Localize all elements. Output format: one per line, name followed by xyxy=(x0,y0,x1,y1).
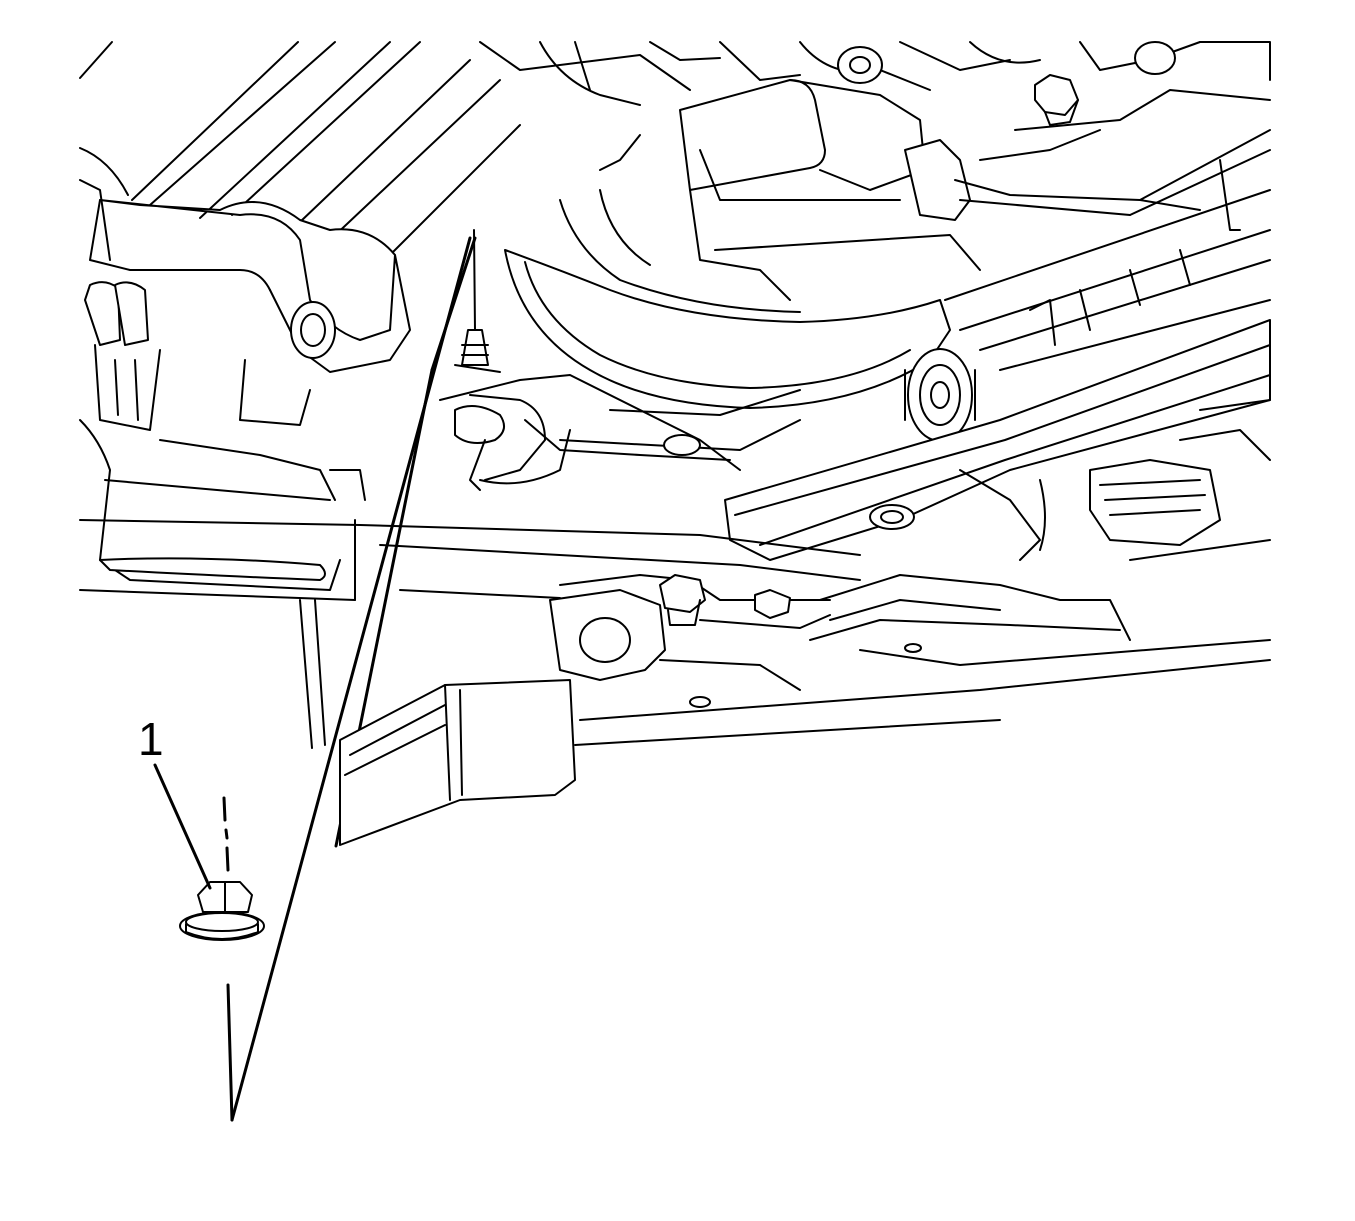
callout-label-1: 1 xyxy=(138,713,164,765)
engine-cradle-area xyxy=(79,41,1271,846)
left-bracket-assembly xyxy=(79,41,521,749)
detail-view-wedge xyxy=(226,236,477,1122)
callout-1: 1 xyxy=(138,713,212,890)
nut-fastener xyxy=(179,796,265,941)
callout-leader-line xyxy=(153,763,212,890)
